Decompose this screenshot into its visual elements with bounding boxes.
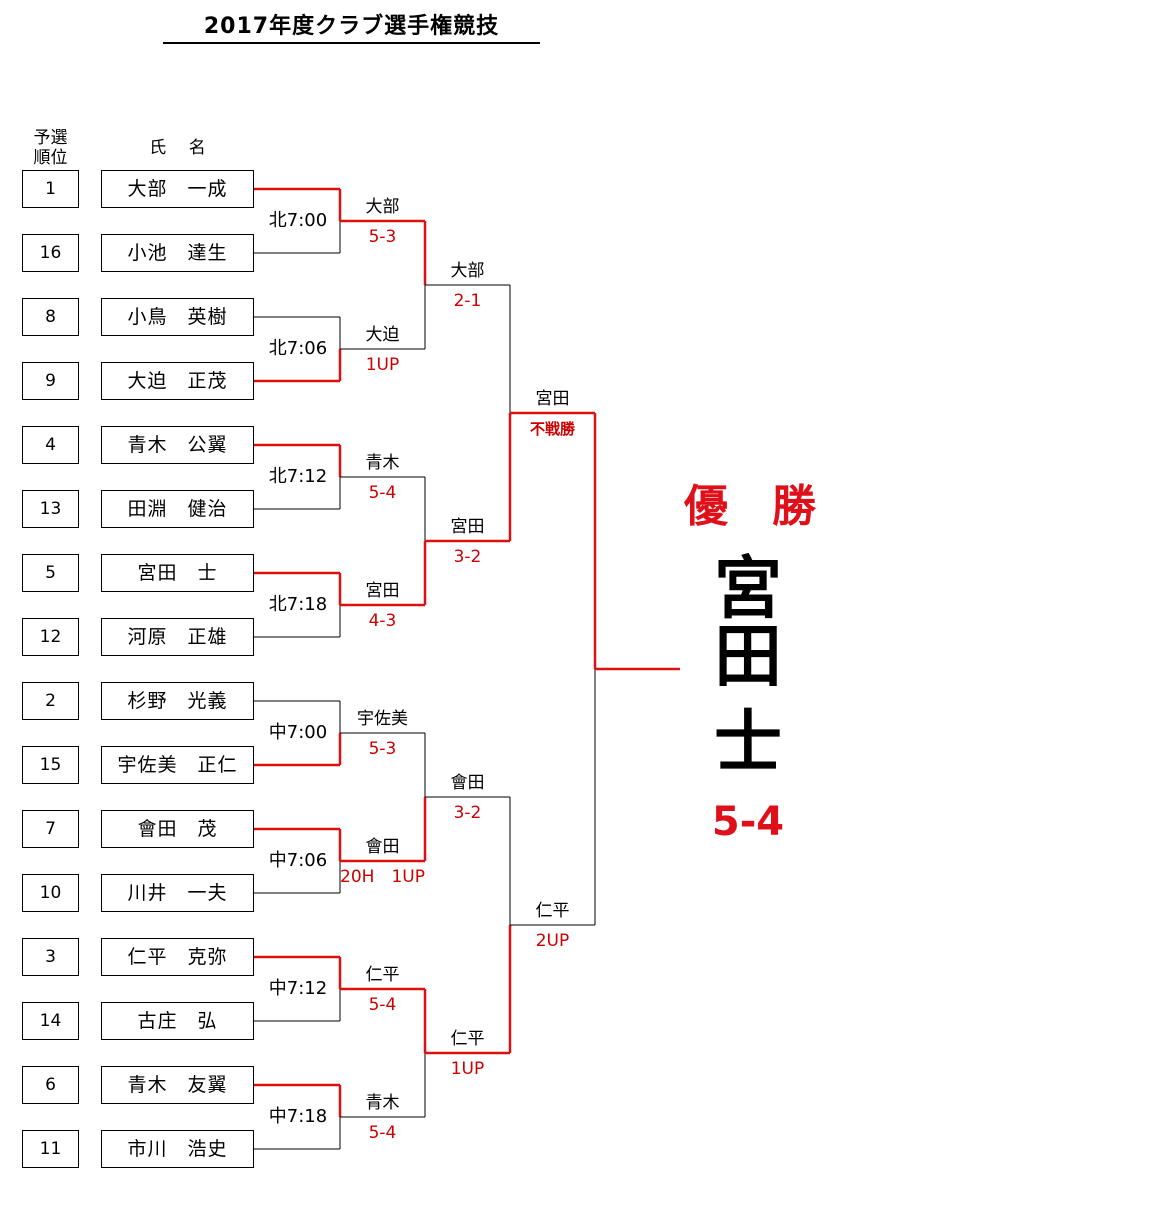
- match-score: 2-1: [453, 291, 482, 311]
- match-score: 20H 1UP: [340, 867, 425, 887]
- player-name-box: 杉野 光義: [101, 682, 254, 720]
- champion-name-char-3: 士: [713, 704, 782, 783]
- match-score: 5-4: [368, 1123, 397, 1143]
- match-time: 北7:06: [268, 338, 328, 359]
- player-name-box: 河原 正雄: [101, 618, 254, 656]
- match-score: 3-2: [453, 803, 482, 823]
- rank-header: 予選 順位: [22, 128, 79, 168]
- match-winner-name: 宮田: [535, 389, 570, 409]
- match-score: 5-3: [368, 227, 397, 247]
- seed-rank-box: 11: [22, 1130, 79, 1168]
- match-winner-name: 宇佐美: [357, 709, 408, 729]
- player-name-box: 宮田 士: [101, 554, 254, 592]
- rank-header-line2: 順位: [33, 148, 68, 168]
- name-header: 氏 名: [149, 138, 206, 158]
- match-score: 3-2: [453, 547, 482, 567]
- match-time: 北7:00: [268, 210, 328, 231]
- seed-rank-box: 16: [22, 234, 79, 272]
- player-name-box: 市川 浩史: [101, 1130, 254, 1168]
- seed-rank-box: 1: [22, 170, 79, 208]
- match-winner-name: 青木: [365, 453, 400, 473]
- player-name-box: 仁平 克弥: [101, 938, 254, 976]
- match-score: 1UP: [450, 1059, 485, 1079]
- match-winner-name: 青木: [365, 1093, 400, 1113]
- champion-name-char-2: 田: [713, 618, 782, 697]
- match-time: 北7:12: [268, 466, 328, 487]
- seed-rank-box: 4: [22, 426, 79, 464]
- match-time: 北7:18: [268, 594, 328, 615]
- match-time: 中7:12: [268, 978, 328, 999]
- player-name-box: 小池 達生: [101, 234, 254, 272]
- player-name-box: 田淵 健治: [101, 490, 254, 528]
- seed-rank-box: 3: [22, 938, 79, 976]
- champion-score: 5-4: [711, 799, 785, 845]
- page-title: 2017年度クラブ選手権競技: [163, 12, 540, 44]
- match-winner-name: 仁平: [535, 901, 570, 921]
- match-score: 不戦勝: [529, 420, 575, 438]
- seed-rank-box: 13: [22, 490, 79, 528]
- match-score: 5-4: [368, 483, 397, 503]
- seed-rank-box: 6: [22, 1066, 79, 1104]
- rank-header-line1: 予選: [33, 128, 68, 148]
- match-score: 5-3: [368, 739, 397, 759]
- match-winner-name: 宮田: [365, 581, 400, 601]
- match-winner-name: 會田: [450, 773, 485, 793]
- player-name-box: 宇佐美 正仁: [101, 746, 254, 784]
- match-time: 中7:18: [268, 1106, 328, 1127]
- match-winner-name: 宮田: [450, 517, 485, 537]
- seed-rank-box: 10: [22, 874, 79, 912]
- match-winner-name: 大迫: [365, 325, 400, 345]
- match-score: 2UP: [535, 931, 570, 951]
- match-score: 5-4: [368, 995, 397, 1015]
- match-score: 1UP: [365, 355, 400, 375]
- player-name-box: 古庄 弘: [101, 1002, 254, 1040]
- seed-rank-box: 7: [22, 810, 79, 848]
- seed-rank-box: 15: [22, 746, 79, 784]
- match-time: 中7:00: [268, 722, 328, 743]
- seed-rank-box: 2: [22, 682, 79, 720]
- match-winner-name: 仁平: [365, 965, 400, 985]
- match-score: 4-3: [368, 611, 397, 631]
- player-name-box: 川井 一夫: [101, 874, 254, 912]
- champion-name-char-1: 宮: [713, 550, 782, 629]
- champion-title: 優 勝: [684, 481, 816, 532]
- match-winner-name: 仁平: [450, 1029, 485, 1049]
- match-time: 中7:06: [268, 850, 328, 871]
- seed-rank-box: 14: [22, 1002, 79, 1040]
- player-name-box: 大迫 正茂: [101, 362, 254, 400]
- player-name-box: 青木 友翼: [101, 1066, 254, 1104]
- match-winner-name: 大部: [450, 261, 485, 281]
- player-name-box: 大部 一成: [101, 170, 254, 208]
- player-name-box: 會田 茂: [101, 810, 254, 848]
- seed-rank-box: 9: [22, 362, 79, 400]
- match-winner-name: 大部: [365, 197, 400, 217]
- player-name-box: 小鳥 英樹: [101, 298, 254, 336]
- seed-rank-box: 8: [22, 298, 79, 336]
- match-winner-name: 會田: [365, 837, 400, 857]
- seed-rank-box: 5: [22, 554, 79, 592]
- player-name-box: 青木 公翼: [101, 426, 254, 464]
- seed-rank-box: 12: [22, 618, 79, 656]
